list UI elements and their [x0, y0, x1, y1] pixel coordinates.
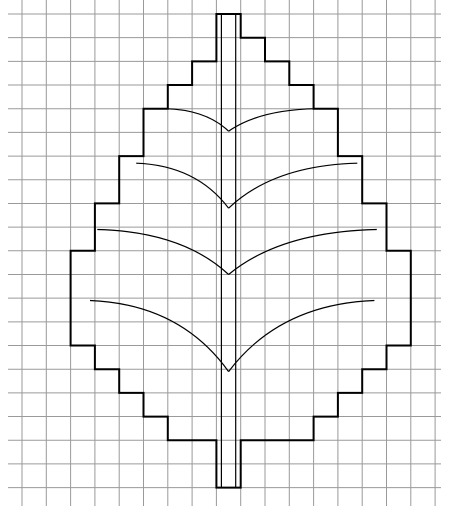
- vein-right-3: [229, 230, 377, 275]
- leaf-veins: [90, 109, 377, 372]
- vein-left-4: [90, 301, 229, 372]
- vein-right-4: [229, 301, 375, 372]
- vein-left-2: [136, 163, 228, 208]
- vein-left-3: [97, 230, 228, 275]
- vein-left-1: [165, 109, 228, 132]
- vein-right-1: [229, 109, 316, 132]
- square-grid: [8, 0, 449, 506]
